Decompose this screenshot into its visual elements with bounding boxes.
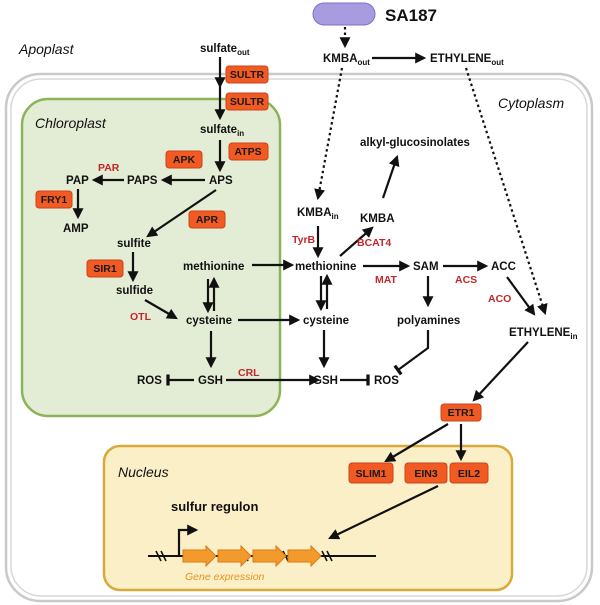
atps-label: ATPS [234, 146, 261, 158]
etr1-to-slim1-arrow [384, 423, 449, 463]
ethylene-uptake-arrow [464, 67, 548, 316]
kmba-out-label: KMBAout [323, 53, 370, 67]
kmba-uptake-arrow [314, 67, 344, 201]
slim1-box [348, 462, 394, 484]
alkyl-glucosinolates-label: alkyl-glucosinolates [360, 137, 470, 149]
cysteine-cyt-label: cysteine [303, 315, 349, 327]
cysteine-chl-label: cysteine [186, 315, 232, 327]
fry1-box [35, 190, 73, 209]
nucleus-label: Nucleus [118, 464, 169, 480]
promoter-arrow [177, 524, 199, 556]
aco-label: ACO [488, 293, 511, 305]
gsh-chl-label: GSH [198, 375, 223, 387]
kmba-to-glucosinolates-arrow [381, 154, 400, 199]
methionine-to-kmba-arrow [339, 226, 374, 257]
ethylene-to-etr1-arrow [472, 341, 529, 402]
sultr-box-2 [225, 92, 269, 111]
sultr-label-2: SULTR [230, 96, 265, 108]
ethylene-out-label: ETHYLENEout [430, 53, 504, 67]
fry1-label: FRY1 [41, 194, 68, 206]
etr1-label: ETR1 [448, 407, 475, 419]
ros-chl-label: ROS [137, 375, 162, 387]
tyrb-label: TyrB [292, 234, 316, 246]
atps-box [228, 142, 269, 161]
sultr-label-1: SULTR [230, 69, 265, 81]
sa187-bacterium [312, 2, 376, 26]
apoplast-label: Apoplast [18, 41, 75, 57]
acs-label: ACS [455, 274, 477, 286]
mat-label: MAT [375, 274, 398, 286]
par-label: PAR [98, 162, 120, 174]
sir1-label: SIR1 [93, 263, 117, 275]
apk-box [165, 150, 203, 169]
sulfite-label: sulfite [117, 238, 151, 250]
sulfate-out-label: sulfateout [200, 43, 250, 57]
bcat4-label: BCAT4 [357, 237, 391, 249]
apr-box [188, 210, 226, 229]
sir1-box [86, 259, 124, 278]
polyamines-label: polyamines [397, 315, 460, 327]
etr1-box [440, 403, 482, 422]
crl-label: CRL [238, 367, 260, 379]
gsh-cyt-label: GSH [313, 375, 338, 387]
apr-label: APR [196, 214, 219, 226]
sulfide-to-cysteine-arrow [144, 299, 178, 320]
sam-label: SAM [413, 261, 439, 273]
apk-label: APK [173, 154, 196, 166]
ein3-label: EIN3 [414, 468, 438, 480]
polyamines-inhibits-ros [393, 330, 430, 376]
kmba-in-label: KMBAin [297, 207, 339, 221]
methionine-cyt-label: methionine [295, 261, 356, 273]
methionine-chl-label: methionine [183, 261, 244, 273]
otl-label: OTL [130, 311, 152, 323]
cytoplasm-label: Cytoplasm [498, 95, 564, 111]
chloroplast-region [20, 97, 282, 418]
cell-membrane [4, 72, 594, 603]
tf-to-regulon-arrow [328, 485, 439, 540]
sulfide-label: sulfide [116, 285, 153, 297]
gene-expression-label: Gene expression [185, 571, 265, 583]
pap-label: PAP [66, 175, 89, 187]
acc-to-ethylene-arrow [506, 276, 536, 316]
sa187-label: SA187 [385, 6, 437, 25]
ros-cyt-label: ROS [374, 375, 399, 387]
cytoplasm-region [10, 78, 588, 597]
chloroplast-label: Chloroplast [35, 115, 107, 131]
sulfate-in-label: sulfatein [200, 124, 244, 138]
kmba-label: KMBA [360, 213, 395, 225]
amp-label: AMP [63, 223, 89, 235]
sulfur-regulon-label: sulfur regulon [171, 499, 258, 514]
acc-label: ACC [491, 261, 516, 273]
sultr-box-1 [225, 65, 269, 84]
paps-label: PAPS [127, 175, 158, 187]
aps-label: APS [209, 175, 233, 187]
slim1-label: SLIM1 [356, 468, 387, 480]
gene-arrows [182, 544, 322, 568]
eil2-box [449, 462, 489, 484]
eil2-label: EIL2 [458, 468, 480, 480]
ein3-box [404, 462, 448, 484]
aps-to-sulfite-arrow [146, 189, 217, 238]
ethylene-in-label: ETHYLENEin [509, 327, 578, 341]
